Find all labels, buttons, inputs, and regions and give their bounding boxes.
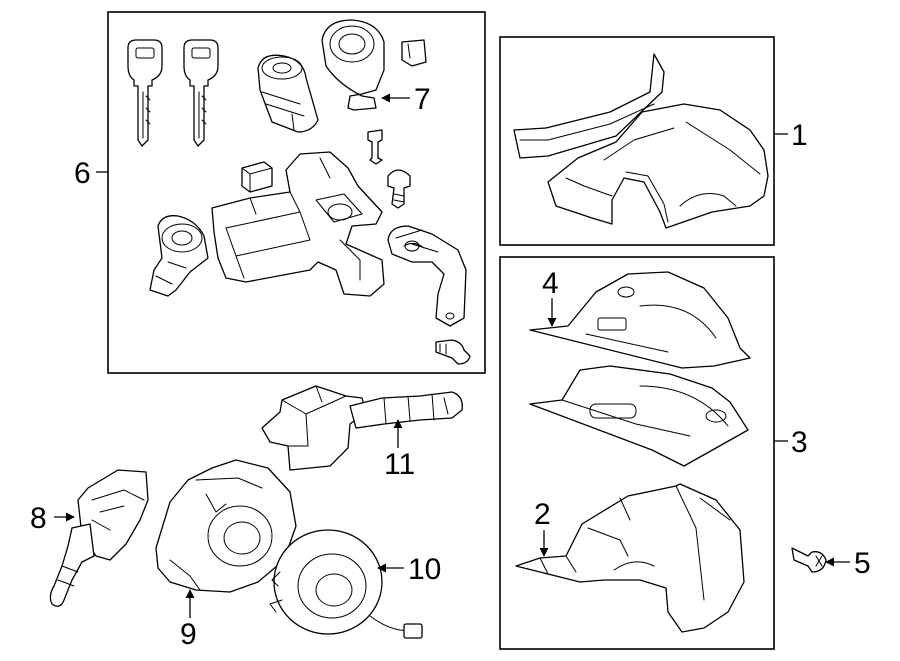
combination-switch-11 bbox=[261, 385, 463, 471]
lock-housing bbox=[321, 19, 385, 111]
bolt-upper bbox=[367, 129, 383, 165]
small-clip bbox=[401, 39, 427, 67]
shear-bolt bbox=[435, 339, 471, 365]
callout-2: 2 bbox=[534, 498, 551, 531]
callout-3: 3 bbox=[791, 426, 808, 459]
callout-4: 4 bbox=[542, 267, 559, 300]
clock-spring-10 bbox=[269, 529, 423, 639]
bolt-middle bbox=[387, 169, 411, 209]
combination-switch-8 bbox=[49, 469, 149, 607]
lower-column-cover bbox=[515, 483, 745, 633]
callout-5: 5 bbox=[854, 547, 871, 580]
ignition-switch bbox=[149, 215, 209, 297]
callout-7: 7 bbox=[414, 83, 431, 116]
upper-cover-group-box bbox=[499, 36, 775, 246]
lock-cylinder bbox=[257, 54, 319, 133]
key-right bbox=[183, 39, 219, 147]
callout-11: 11 bbox=[384, 448, 415, 481]
screw-5 bbox=[791, 547, 827, 573]
key-left bbox=[127, 39, 163, 147]
clock-spring-body-9 bbox=[155, 459, 297, 593]
cover-panel-4 bbox=[529, 271, 751, 369]
upper-cover-trim bbox=[513, 53, 665, 159]
steering-lock-body bbox=[211, 151, 385, 297]
cover-panel-lower bbox=[529, 365, 749, 467]
callout-1: 1 bbox=[791, 119, 808, 152]
callout-10: 10 bbox=[408, 553, 441, 586]
upper-column-cover bbox=[547, 103, 769, 229]
lock-bracket bbox=[387, 225, 467, 327]
callout-6: 6 bbox=[74, 157, 91, 190]
callout-9: 9 bbox=[180, 618, 197, 651]
callout-8: 8 bbox=[30, 502, 47, 535]
small-block bbox=[241, 161, 273, 193]
column-cover-group-box bbox=[499, 256, 775, 650]
ignition-group-box bbox=[107, 11, 486, 374]
